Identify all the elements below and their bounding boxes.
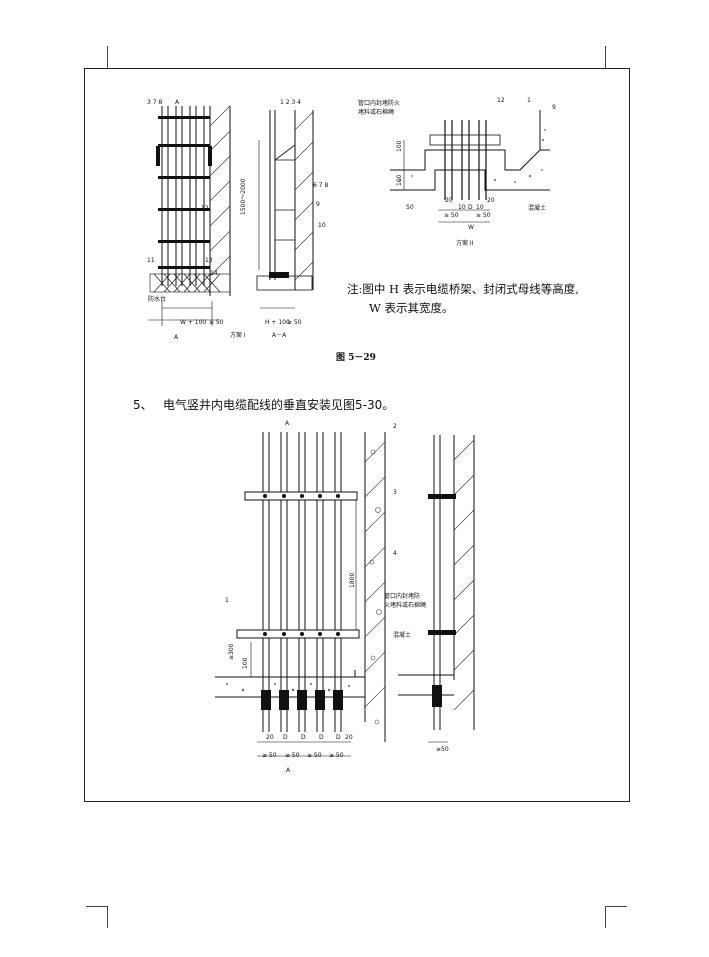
paragraph-text: 电气竖井内电缆配线的垂直安装见图5-30。 xyxy=(163,398,395,412)
callout-scheme2-min50b: ≥ 50 xyxy=(476,212,491,219)
fig530-dim-D-4: D xyxy=(336,734,341,741)
callout-scheme1-11: 11 xyxy=(147,257,155,264)
fig530-callout-1800: 1800 xyxy=(349,572,356,588)
fig530-dim-D-1: D xyxy=(283,734,288,741)
callout-waterproof-platform: 防水台 xyxy=(148,296,167,303)
callout-scheme2-9: 9 xyxy=(552,104,556,111)
fig530-callout-min300: ≥300 xyxy=(228,643,235,660)
crop-mark-bottom-right-h xyxy=(605,906,627,907)
figure-5-30-front-drawing xyxy=(215,432,386,757)
callout-section-1234: 1 2 3 4 xyxy=(280,99,301,106)
crop-mark-top-left-v xyxy=(107,46,108,68)
callout-scheme2-seal-line1: 管口内封堵防火 xyxy=(358,100,401,107)
callout-scheme2-1: 1 xyxy=(527,97,531,104)
fig530-callout-1: 1 xyxy=(225,597,229,604)
callout-scheme2-20b: 20 xyxy=(487,197,495,204)
paragraph-5: 5、电气竖井内电缆配线的垂直安装见图5-30。 xyxy=(133,396,394,413)
crop-mark-bottom-left-h xyxy=(86,906,108,907)
callout-scheme1-378: 3 7 8 xyxy=(147,99,163,106)
fig530-dim-min50-1: ≥ 50 xyxy=(262,752,277,759)
callout-scheme1-12: 12 xyxy=(201,205,209,212)
callout-scheme2-20a: 20 xyxy=(445,197,453,204)
figure-caption-5-29: 图 5－29 xyxy=(336,353,376,363)
fig530-callout-concrete: 混凝土 xyxy=(393,632,412,639)
section-aa-label: A－A xyxy=(272,332,287,339)
scheme1-front-drawing xyxy=(148,105,231,326)
callout-scheme1-13: 13 xyxy=(205,257,213,264)
fig530-callout-2: 2 xyxy=(393,423,397,430)
callout-scheme2-W: W xyxy=(468,224,474,231)
callout-h100: H + 100 xyxy=(265,319,290,326)
fig530-dim-min50-2: ≥ 50 xyxy=(285,752,300,759)
scheme2-drawing xyxy=(390,110,550,223)
figure-5-30-side-drawing xyxy=(398,435,475,743)
fig530-dim-D-3: D xyxy=(319,734,324,741)
callout-scheme1-A-top: A xyxy=(175,99,180,106)
callout-scheme2-concrete: 混凝土 xyxy=(528,205,547,212)
note-line-2: W 表示其宽度。 xyxy=(369,301,454,315)
callout-scheme2-100a: 100 xyxy=(396,140,403,152)
fig530-dim-20-right: 20 xyxy=(345,734,353,741)
fig530-callout-4: 4 xyxy=(393,550,397,557)
fig530-callout-3: 3 xyxy=(393,489,397,496)
paragraph-number: 5、 xyxy=(133,398,153,412)
fig530-callout-seal-line1: 管口内封堵防 xyxy=(384,593,421,600)
callout-section-678: 6 7 8 xyxy=(313,182,329,189)
callout-scheme2-12: 12 xyxy=(497,97,505,104)
callout-height-range: 1500～2000 xyxy=(240,178,247,215)
crop-mark-bottom-right-v xyxy=(605,906,606,928)
callout-scheme2-seal-line2: 堵料或石棉绳 xyxy=(358,109,395,116)
callout-width-w100: W + 100 xyxy=(180,319,207,326)
callout-scheme2-min50a: ≥ 50 xyxy=(444,212,459,219)
fig530-callout-A-top: A xyxy=(285,420,290,427)
fig530-dim-20-left: 20 xyxy=(266,734,274,741)
callout-scheme1-A-bottom: A xyxy=(174,334,179,341)
fig530-callout-100: 100 xyxy=(242,657,249,669)
fig530-callout-seal-line2: 火堵料或石棉绳 xyxy=(384,602,427,609)
fig530-callout-A-bottom: A xyxy=(286,767,291,774)
callout-scheme2-10a: 10 xyxy=(458,204,466,211)
callout-scheme1-14: 14 xyxy=(210,270,218,277)
page-frame xyxy=(84,68,630,802)
callout-section-10: 10 xyxy=(318,222,326,229)
scheme2-label: 方案 II xyxy=(456,240,474,247)
callout-scheme2-50: 50 xyxy=(406,204,414,211)
fig530-dim-min50-4: ≥ 50 xyxy=(329,752,344,759)
fig530-side-dim-min50: ≥50 xyxy=(436,746,449,753)
crop-mark-top-right-v xyxy=(605,46,606,68)
scheme1-label: 方案 I xyxy=(230,332,246,339)
fig530-dim-D-2: D xyxy=(301,734,306,741)
figure-note: 注:图中 H 表示电缆桥架、封闭式母线等高度, W 表示其宽度。 xyxy=(347,280,579,318)
callout-scheme2-100b: 100 xyxy=(396,174,403,186)
callout-min50-mid: ≥ 50 xyxy=(287,319,302,326)
fig530-dim-min50-3: ≥ 50 xyxy=(307,752,322,759)
note-line-1: 注:图中 H 表示电缆桥架、封闭式母线等高度, xyxy=(347,282,579,296)
callout-scheme2-D: D xyxy=(468,204,473,211)
callout-min50-left: ≥ 50 xyxy=(209,319,224,326)
section-aa-drawing xyxy=(256,110,314,309)
callout-section-9: 9 xyxy=(316,201,320,208)
crop-mark-bottom-left-v xyxy=(107,906,108,928)
callout-scheme2-10b: 10 xyxy=(476,204,484,211)
